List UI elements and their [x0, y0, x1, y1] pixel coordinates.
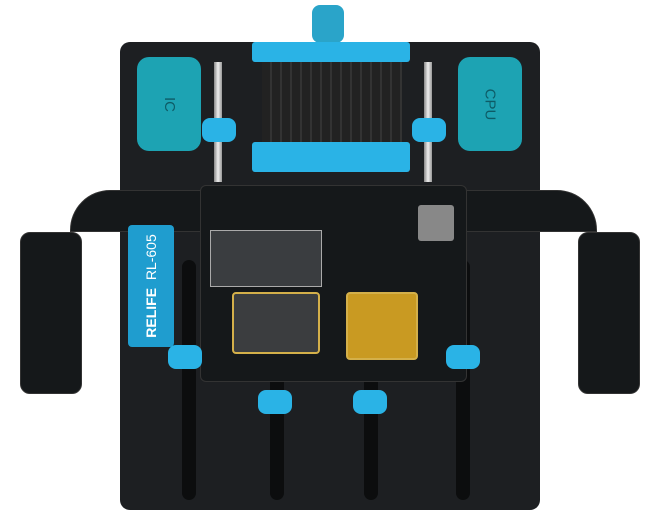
clamp-grid — [262, 62, 402, 142]
logic-board-right-arc — [465, 190, 597, 232]
memory-chips — [210, 230, 322, 287]
model-number: RL-605 — [143, 234, 159, 281]
top-clamp-bar[interactable] — [252, 42, 410, 62]
brand-label: RELIFE RL-605 — [128, 225, 174, 347]
cpu-pad-label: CPU — [481, 88, 499, 120]
clip-bottom-4[interactable] — [446, 345, 480, 369]
slot — [182, 260, 196, 500]
logic-board-left-wing — [20, 232, 82, 394]
clip-bottom-1[interactable] — [168, 345, 202, 369]
brand-name: RELIFE — [143, 287, 159, 338]
clip-top-left[interactable] — [202, 118, 236, 142]
bridge-chip — [418, 205, 454, 241]
ic-pad-label: IC — [160, 96, 178, 112]
cpu-pad: CPU — [458, 57, 522, 151]
cpu-chip — [346, 292, 418, 360]
logic-board-right-wing — [578, 232, 640, 394]
lower-clamp-bar[interactable] — [252, 142, 410, 172]
gpu-chip — [232, 292, 320, 354]
ic-pad: IC — [137, 57, 201, 151]
clamp-knob[interactable] — [312, 5, 344, 43]
clip-bottom-3[interactable] — [353, 390, 387, 414]
clip-top-right[interactable] — [412, 118, 446, 142]
clip-bottom-2[interactable] — [258, 390, 292, 414]
